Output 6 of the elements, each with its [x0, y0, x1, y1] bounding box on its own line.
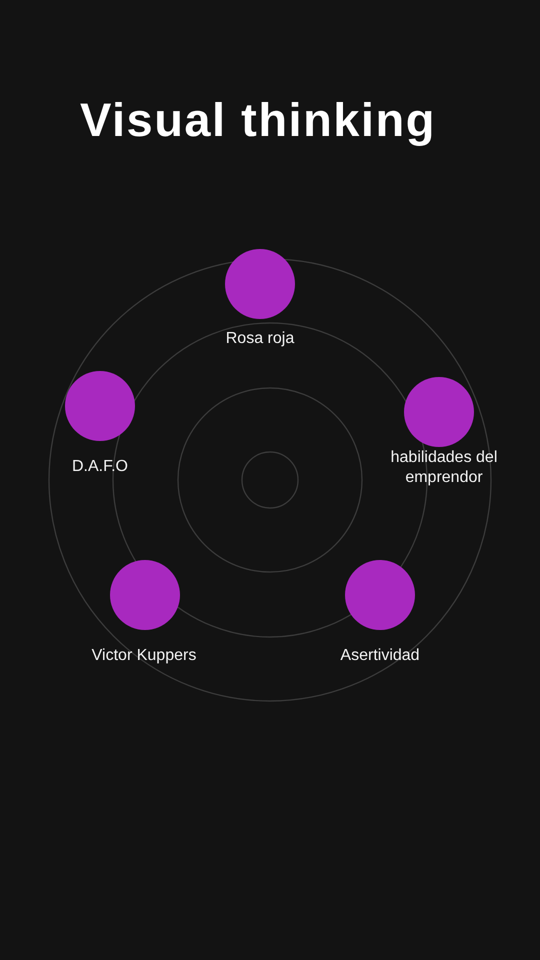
topic-label: D.A.F.O [70, 457, 129, 477]
topic-label: habilidades del emprendor [390, 448, 498, 488]
topic-label: Victor Kuppers [90, 646, 198, 666]
topic-label: Asertividad [339, 646, 421, 666]
topic-label: Rosa roja [224, 329, 296, 349]
title: Visual thinking [80, 92, 436, 148]
